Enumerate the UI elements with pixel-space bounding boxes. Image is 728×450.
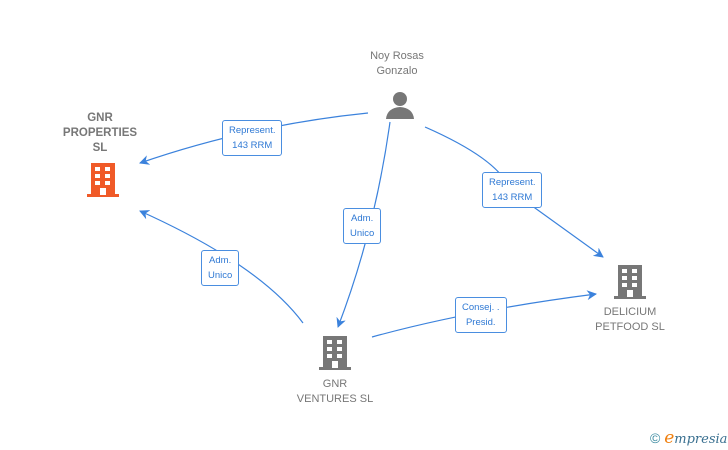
building-icon[interactable] bbox=[86, 162, 120, 198]
edge-label-represent[interactable]: Represent. 143 RRM bbox=[222, 120, 283, 156]
node-label-person[interactable]: Noy Rosas Gonzalo bbox=[370, 50, 424, 77]
node-label-gnr-properties[interactable]: GNR PROPERTIES SL bbox=[62, 112, 138, 154]
edge-ventures-gnr-properties bbox=[139, 210, 304, 324]
building-icon[interactable] bbox=[318, 335, 352, 371]
edge-label-represent[interactable]: Represent. 143 RRM bbox=[482, 172, 543, 208]
node-label-delicium[interactable]: DELICIUM PETFOOD SL bbox=[595, 306, 665, 333]
footer-brand: © empresia bbox=[650, 428, 727, 448]
empresia-logo: empresia bbox=[664, 428, 728, 448]
edge-label-consej-presid[interactable]: Consej. . Presid. bbox=[455, 297, 507, 333]
node-label-gnr-ventures[interactable]: GNR VENTURES SL bbox=[296, 378, 374, 405]
edge-label-adm-unico[interactable]: Adm. Unico bbox=[343, 208, 382, 244]
person-icon[interactable] bbox=[385, 90, 415, 120]
building-icon[interactable] bbox=[613, 264, 647, 300]
copyright-icon: © bbox=[650, 430, 661, 446]
edge-label-adm-unico[interactable]: Adm. Unico bbox=[201, 250, 240, 286]
